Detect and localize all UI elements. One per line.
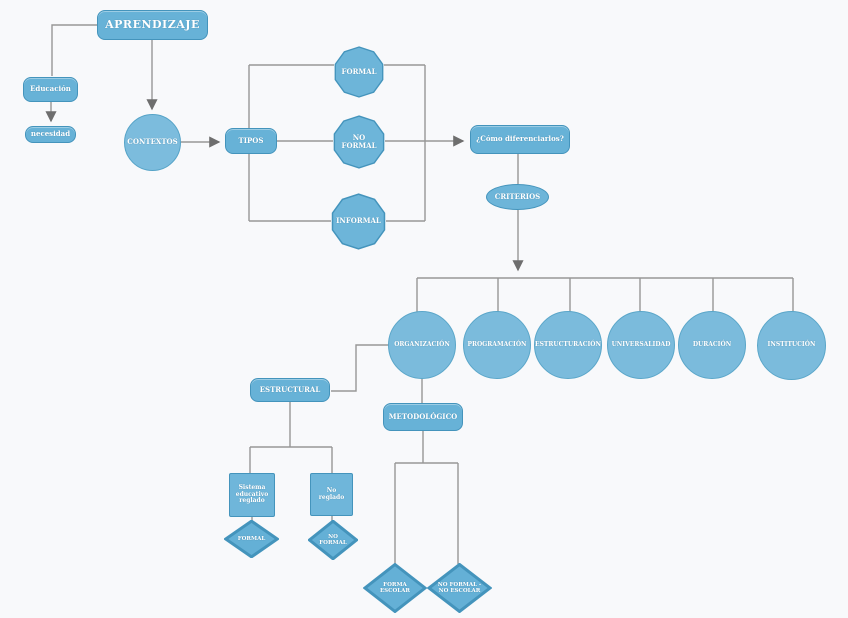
node-no-formal-no-escolar[interactable]: NO FORMAL - NO ESCOLAR [427, 563, 492, 613]
node-organizacion-label: ORGANIZACIÓN [394, 340, 450, 348]
node-no-reglado-label: No reglado [318, 486, 345, 501]
node-aprendizaje[interactable]: APRENDIZAJE [97, 10, 208, 40]
node-forma-escolar-label: FORMA ESCOLAR [379, 581, 411, 594]
node-estructuracion-label: ESTRUCTURACIÓN [535, 340, 601, 348]
node-forma-escolar[interactable]: FORMA ESCOLAR [363, 563, 427, 613]
node-aprendizaje-label: APRENDIZAJE [105, 17, 200, 31]
node-formal-diamond[interactable]: FORMAL [224, 520, 279, 558]
diamond-shape [308, 520, 358, 560]
node-estructural-label: ESTRUCTURAL [259, 384, 321, 394]
node-formal-diamond-label: FORMAL [237, 535, 266, 542]
node-organizacion[interactable]: ORGANIZACIÓN [388, 311, 456, 379]
node-metodologico[interactable]: METODOLÓGICO [383, 403, 463, 431]
connector-organizacion-estructural [331, 344, 389, 392]
diamond-shape [224, 520, 279, 558]
node-institucion-label: INSTITUCIÓN [767, 341, 816, 349]
diamond-shape [427, 563, 492, 613]
node-institucion[interactable]: INSTITUCIÓN [757, 311, 826, 380]
node-necesidad[interactable]: necesidad [25, 126, 76, 143]
node-sistema-educativo-reglado-label: Sistema educativo reglado [235, 483, 269, 505]
node-programacion[interactable]: PROGRAMACIÓN [463, 311, 531, 379]
node-educacion-label: Educación [30, 84, 71, 94]
node-duracion-label: DURACIÓN [692, 340, 732, 348]
node-informal[interactable]: INFORMAL [330, 193, 387, 250]
node-duracion[interactable]: DURACIÓN [678, 311, 746, 379]
node-estructuracion[interactable]: ESTRUCTURACIÓN [534, 311, 602, 379]
node-no-formal-label: NO FORMAL [341, 132, 377, 150]
node-no-formal-no-escolar-label: NO FORMAL - NO ESCOLAR [437, 581, 482, 594]
node-tipos-label: TIPOS [238, 135, 264, 145]
node-contextos-label: CONTEXTOS [127, 137, 178, 147]
node-como-diferenciarlos[interactable]: ¿Cómo diferenciarlos? [470, 125, 570, 154]
decagon-shape [333, 115, 385, 169]
node-formal[interactable]: FORMAL [333, 46, 385, 98]
node-contextos[interactable]: CONTEXTOS [124, 114, 181, 171]
connector-aprendizaje-educacion [51, 24, 97, 76]
node-criterios-label: CRITERIOS [494, 191, 541, 201]
node-formal-label: FORMAL [341, 66, 377, 76]
diamond-shape [363, 563, 427, 613]
node-informal-label: INFORMAL [336, 216, 381, 226]
node-estructural[interactable]: ESTRUCTURAL [250, 378, 330, 402]
node-educacion[interactable]: Educación [23, 77, 78, 102]
node-sistema-educativo-reglado[interactable]: Sistema educativo reglado [229, 473, 275, 517]
node-necesidad-label: necesidad [30, 129, 71, 139]
node-como-diferenciarlos-label: ¿Cómo diferenciarlos? [476, 134, 564, 144]
node-programacion-label: PROGRAMACIÓN [467, 340, 527, 348]
decagon-shape [334, 46, 384, 98]
node-no-formal[interactable]: NO FORMAL [332, 115, 386, 169]
node-criterios[interactable]: CRITERIOS [486, 184, 549, 210]
node-metodologico-label: METODOLÓGICO [388, 411, 458, 421]
node-no-formal-diamond-label: NO FORMAL [319, 533, 347, 546]
node-tipos[interactable]: TIPOS [225, 128, 277, 154]
node-no-reglado[interactable]: No reglado [310, 473, 353, 516]
node-universalidad-label: UNIVERSALIDAD [611, 340, 671, 348]
decagon-shape [331, 193, 386, 250]
node-universalidad[interactable]: UNIVERSALIDAD [607, 311, 675, 379]
node-no-formal-diamond[interactable]: NO FORMAL [308, 520, 358, 560]
